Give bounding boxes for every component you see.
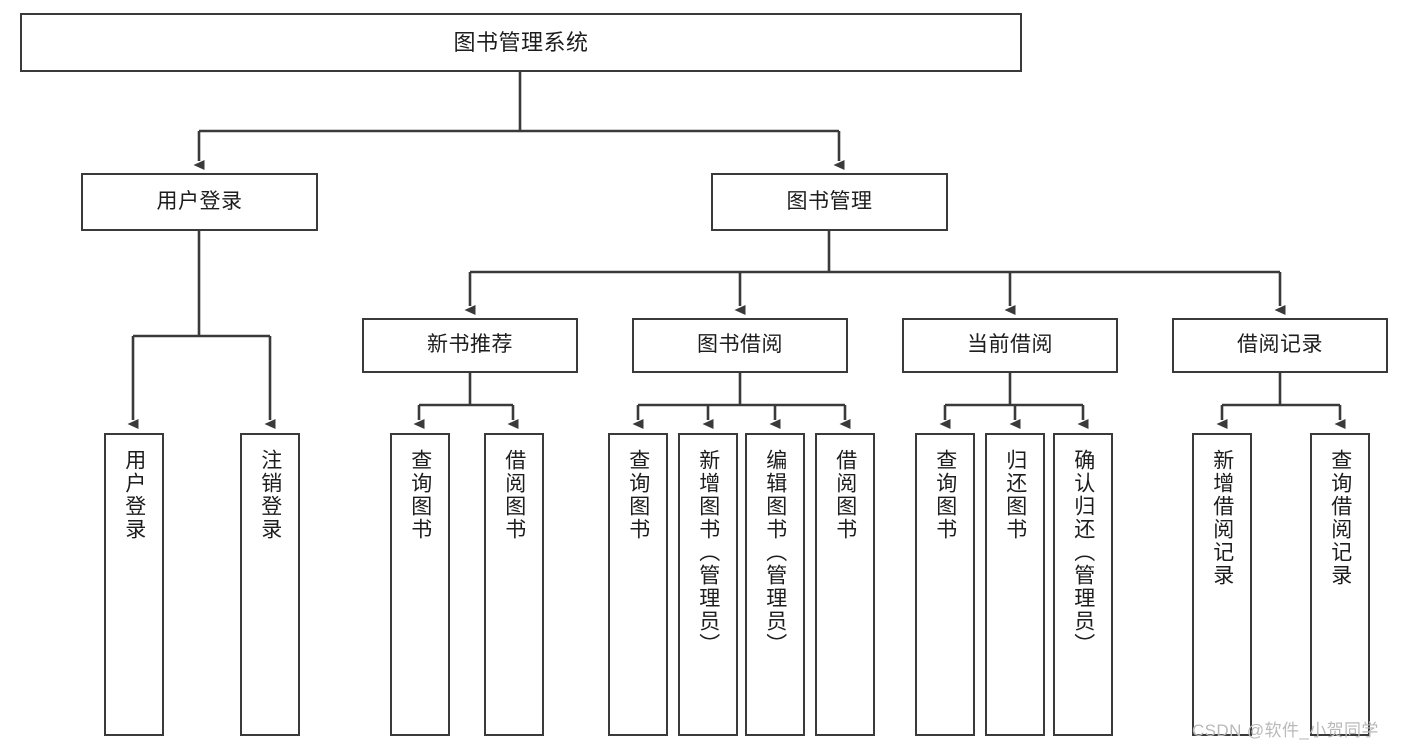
csdn-watermark: CSDN @软件_小贺同学 [1192,721,1379,740]
node-label: 图书管理系统 [453,29,589,55]
node-leaf-query-borrow-record[interactable]: 查询借阅记录 [1310,433,1370,736]
node-leaf-logout-login[interactable]: 注销登录 [240,433,300,736]
node-leaf-add-borrow-record[interactable]: 新增借阅记录 [1192,433,1252,736]
node-leaf-edit-book-admin[interactable]: 编辑图书（管理员） [745,433,805,736]
node-label: 查询图书 [933,449,957,541]
node-label: 新书推荐 [427,333,513,357]
node-label: 编辑图书（管理员） [763,449,787,656]
node-leaf-add-book-admin[interactable]: 新增图书（管理员） [678,433,738,736]
node-book-borrow[interactable]: 图书借阅 [632,318,848,373]
node-leaf-return-book[interactable]: 归还图书 [985,433,1045,736]
node-root-book-management-system[interactable]: 图书管理系统 [20,13,1022,72]
node-label: 新增图书（管理员） [696,449,720,656]
node-leaf-query-book-recommend[interactable]: 查询图书 [390,433,450,736]
node-leaf-borrow-book-recommend[interactable]: 借阅图书 [484,433,544,736]
node-new-book-recommend[interactable]: 新书推荐 [362,318,578,373]
node-label: 确认归还（管理员） [1071,449,1095,656]
node-label: 用户登录 [122,449,146,541]
node-label: 查询图书 [626,449,650,541]
node-label: 当前借阅 [967,333,1053,357]
node-label: 注销登录 [258,449,282,541]
node-leaf-user-login[interactable]: 用户登录 [104,433,164,736]
node-leaf-confirm-return-admin[interactable]: 确认归还（管理员） [1053,433,1113,736]
node-label: 新增借阅记录 [1210,449,1234,587]
node-label: 图书管理 [786,189,873,213]
node-label: 借阅图书 [502,449,526,541]
node-book-management[interactable]: 图书管理 [711,173,948,231]
node-borrow-record[interactable]: 借阅记录 [1172,318,1388,373]
node-leaf-query-book-current[interactable]: 查询图书 [915,433,975,736]
node-leaf-query-book-borrow[interactable]: 查询图书 [608,433,668,736]
node-user-login[interactable]: 用户登录 [81,173,318,231]
node-label: 查询借阅记录 [1328,449,1352,587]
node-label: 借阅图书 [833,449,857,541]
node-current-borrow[interactable]: 当前借阅 [902,318,1118,373]
node-label: 归还图书 [1003,449,1027,541]
node-label: 查询图书 [408,449,432,541]
node-label: 图书借阅 [697,333,783,357]
node-label: 用户登录 [156,189,243,213]
node-label: 借阅记录 [1237,333,1323,357]
node-leaf-borrow-book[interactable]: 借阅图书 [815,433,875,736]
